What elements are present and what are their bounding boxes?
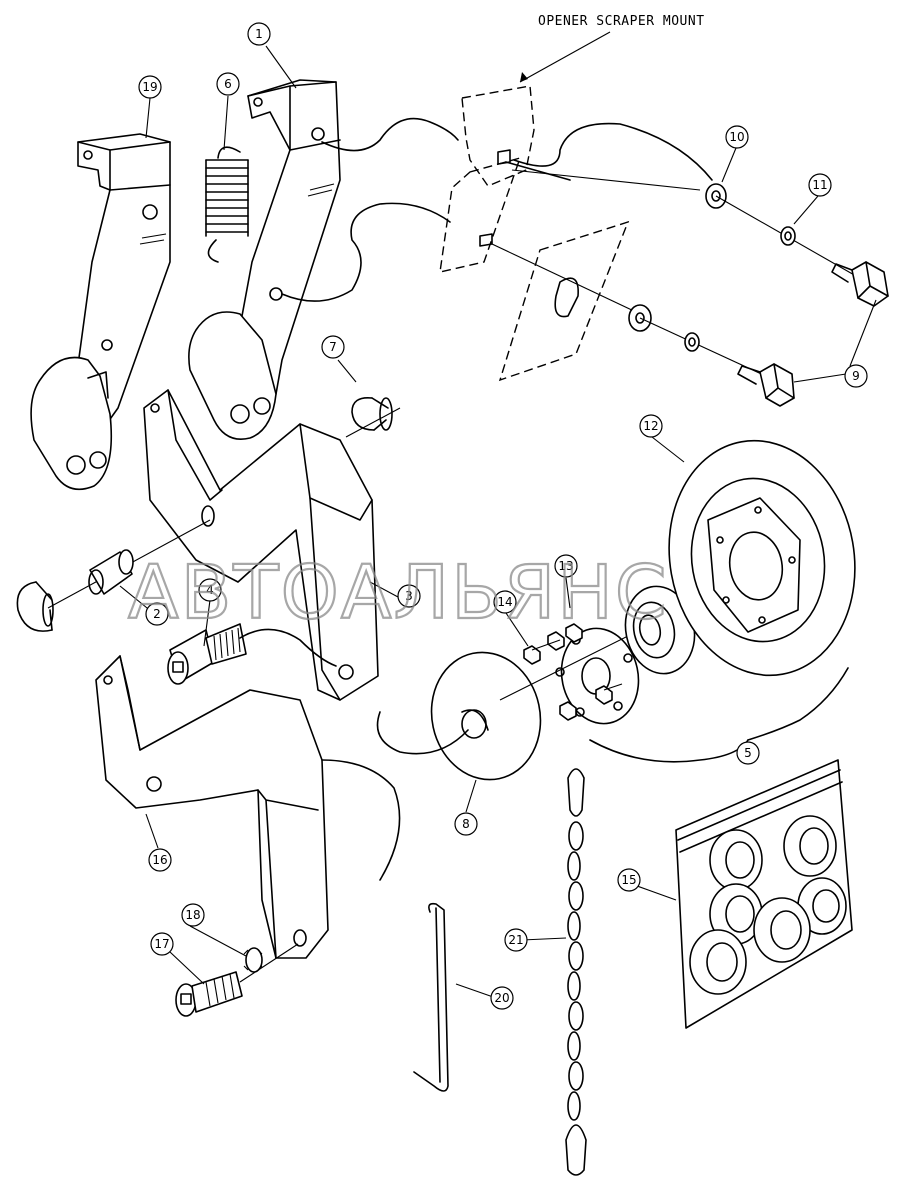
svg-text:20: 20 <box>494 991 509 1005</box>
part-8-disc <box>376 651 542 781</box>
part-16-arm <box>95 655 401 959</box>
part-14-bolts <box>523 623 623 721</box>
svg-text:19: 19 <box>142 80 157 94</box>
svg-text:9: 9 <box>852 369 860 383</box>
svg-text:4: 4 <box>206 583 214 597</box>
part-18-washer <box>239 943 299 983</box>
callout-21: 21 <box>504 928 528 952</box>
callout-16: 16 <box>148 848 172 872</box>
hardware-9-10-11 <box>491 122 889 407</box>
opener-scraper-mount <box>439 85 630 382</box>
svg-text:15: 15 <box>621 873 636 887</box>
svg-text:11: 11 <box>812 178 827 192</box>
callout-18: 18 <box>181 903 205 927</box>
callout-20: 20 <box>490 986 514 1010</box>
svg-text:8: 8 <box>462 817 470 831</box>
watermark-text: АВТОАЛЬЯНС <box>128 550 669 636</box>
callout-9: 9 <box>844 364 868 388</box>
callout-13: 13 <box>554 554 578 578</box>
svg-text:14: 14 <box>497 595 512 609</box>
bearing <box>624 585 696 675</box>
callout-17: 17 <box>150 932 174 956</box>
part-19-arm <box>30 133 171 491</box>
callout-3: 3 <box>397 584 421 608</box>
svg-text:2: 2 <box>153 607 161 621</box>
callout-1: 1 <box>247 22 271 46</box>
callout-8: 8 <box>454 812 478 836</box>
part-21-chain <box>565 768 587 1176</box>
svg-text:13: 13 <box>558 559 573 573</box>
svg-text:16: 16 <box>152 853 167 867</box>
svg-text:21: 21 <box>508 933 523 947</box>
part-20-hook <box>413 902 449 1092</box>
callout-15: 15 <box>617 868 641 892</box>
svg-text:7: 7 <box>329 340 337 354</box>
callout-2: 2 <box>145 602 169 626</box>
svg-text:12: 12 <box>643 419 658 433</box>
part-3-bracket <box>143 389 379 701</box>
part-13-hub <box>555 627 640 725</box>
callout-11: 11 <box>808 173 832 197</box>
callout-4: 4 <box>198 578 222 602</box>
part-2-bushing <box>16 519 211 632</box>
svg-text:18: 18 <box>185 908 200 922</box>
callout-12: 12 <box>639 414 663 438</box>
part-6-spring <box>205 146 249 263</box>
svg-text:17: 17 <box>154 937 169 951</box>
part-1-arm <box>188 79 341 440</box>
part-15-bearing-bag <box>675 759 853 1029</box>
part-12-disc-blade <box>668 439 856 677</box>
callout-14: 14 <box>493 590 517 614</box>
part-4-bolt <box>167 623 337 685</box>
svg-text:5: 5 <box>744 746 752 760</box>
callout-7: 7 <box>321 335 345 359</box>
callout-19: 19 <box>138 75 162 99</box>
svg-text:10: 10 <box>729 130 744 144</box>
svg-text:1: 1 <box>255 27 263 41</box>
callout-10: 10 <box>725 125 749 149</box>
part-17-screw <box>175 971 243 1017</box>
diagram-title: OPENER SCRAPER MOUNT <box>538 14 705 29</box>
callout-5: 5 <box>736 741 760 765</box>
svg-text:6: 6 <box>224 77 232 91</box>
callout-6: 6 <box>216 72 240 96</box>
part-7-clip <box>345 396 401 438</box>
svg-text:3: 3 <box>405 589 413 603</box>
